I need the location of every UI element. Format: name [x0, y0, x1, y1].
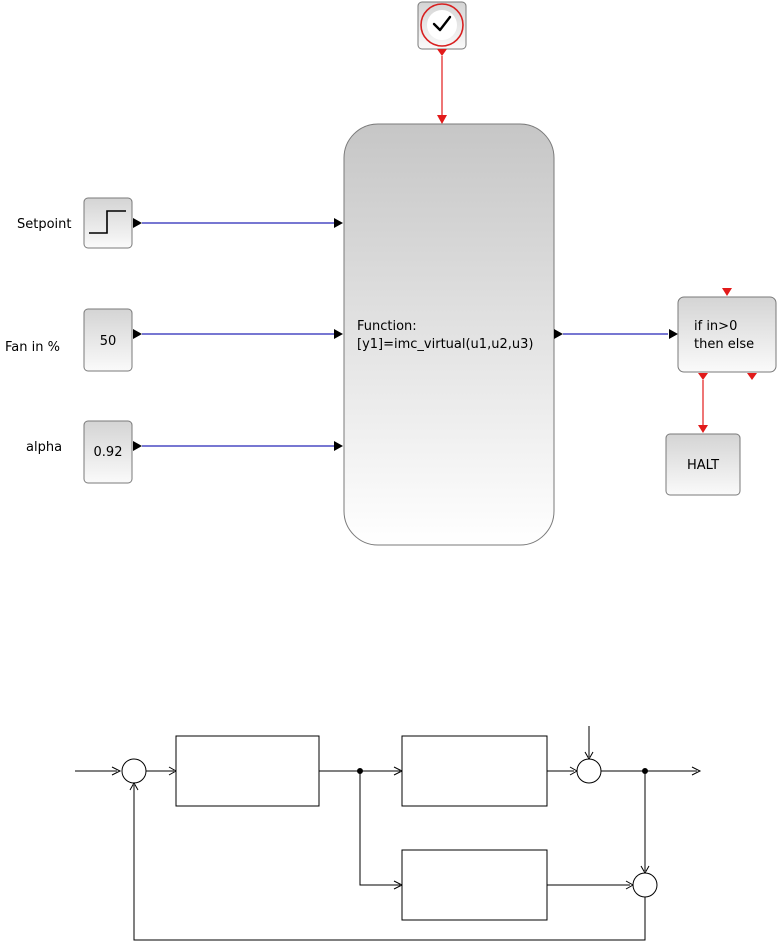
alpha-const-block[interactable]: 0.92	[83, 420, 133, 484]
ifthenelse-then-output-port[interactable]	[698, 373, 708, 380]
bottom-link-node1-blockC	[359, 771, 400, 886]
alpha-output-port[interactable]	[133, 441, 142, 451]
bottom-sum-junction-3[interactable]	[632, 872, 658, 898]
clock-event-output-port[interactable]	[437, 49, 447, 56]
ifthenelse-input-port[interactable]	[669, 329, 678, 339]
function-block-line2: [y1]=imc_virtual(u1,u2,u3)	[357, 337, 533, 352]
function-block-line1: Function:	[357, 319, 417, 334]
bottom-feedback-line	[133, 785, 646, 941]
ifthenelse-block[interactable]: if in>0 then else	[677, 296, 777, 373]
fan-const-block[interactable]: 50	[83, 308, 133, 372]
bottom-block-c[interactable]	[401, 849, 548, 921]
bottom-output-arrow-icon	[691, 766, 702, 776]
bottom-sum-junction-2[interactable]	[576, 758, 602, 784]
bottom-feedback-arrow-icon	[129, 781, 139, 791]
function-input-port-1[interactable]	[334, 218, 343, 228]
alpha-value: 0.92	[94, 445, 123, 460]
bottom-block-b[interactable]	[401, 735, 548, 807]
function-input-port-3[interactable]	[334, 441, 343, 451]
ifthenelse-else-output-port[interactable]	[747, 373, 757, 380]
function-output-port[interactable]	[554, 329, 563, 339]
halt-label: HALT	[687, 458, 719, 473]
clock-check-icon	[427, 10, 457, 40]
setpoint-step-block[interactable]	[83, 197, 133, 249]
ifthenelse-event-input-port[interactable]	[722, 288, 732, 296]
halt-block[interactable]: HALT	[665, 433, 741, 496]
bottom-input-arrow-icon	[111, 766, 122, 776]
clock-block[interactable]	[417, 1, 467, 50]
ifthenelse-line2: then else	[694, 337, 754, 352]
bottom-sum-junction-1[interactable]	[121, 758, 147, 784]
halt-event-input-port[interactable]	[698, 425, 708, 433]
alpha-label: alpha	[26, 440, 62, 455]
setpoint-output-port[interactable]	[133, 218, 142, 228]
bottom-block-diagram	[75, 726, 702, 941]
fan-output-port[interactable]	[133, 329, 142, 339]
function-block[interactable]: Function: [y1]=imc_virtual(u1,u2,u3)	[343, 123, 555, 546]
fan-value: 50	[100, 334, 117, 349]
function-input-port-2[interactable]	[334, 329, 343, 339]
ifthenelse-line1: if in>0	[694, 319, 737, 334]
setpoint-label: Setpoint	[17, 217, 72, 232]
function-event-input-port[interactable]	[437, 115, 447, 124]
fan-label: Fan in %	[5, 340, 60, 355]
bottom-block-a[interactable]	[175, 735, 320, 807]
step-icon	[89, 210, 126, 234]
